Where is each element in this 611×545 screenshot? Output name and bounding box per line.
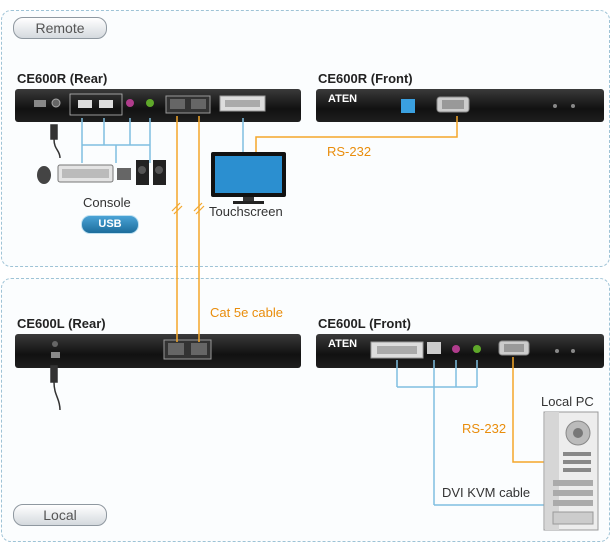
console-label: Console [83,195,131,210]
ce600l-rear-ports [51,339,212,360]
usb-badge: USB [81,215,139,234]
ce600l-front-title: CE600L (Front) [318,316,411,331]
local-pc-label: Local PC [541,394,594,409]
ce600l-front-ports [370,340,575,359]
aten-logo-local: ATEN [328,338,358,350]
local-zone-label: Local [13,504,107,526]
ce600r-rear-ports [34,93,266,116]
local-zone [1,278,610,542]
touchscreen-label: Touchscreen [209,204,283,219]
ce600l-rear-title: CE600L (Rear) [17,316,106,331]
cable-break-marks [171,202,205,215]
local-pc-tower [543,411,599,531]
console-cabling [81,118,151,163]
rs232-local-label: RS-232 [462,421,507,436]
remote-zone-label: Remote [13,17,107,39]
cat5e-cable-label: Cat 5e cable [210,305,283,320]
aten-logo-remote: ATEN [328,93,358,105]
console-devices [37,160,166,185]
dvi-kvm-cable-label: DVI KVM cable [442,485,531,500]
ce600r-front-ports [401,96,575,113]
ce600r-front-title: CE600R (Front) [318,71,413,86]
rs232-remote-cable [255,116,458,152]
power-cable-local [50,365,61,411]
ce600r-rear-title: CE600R (Rear) [17,71,108,86]
power-cable-remote [50,124,61,159]
rs232-local-cable [512,357,545,463]
ce600l-rear-unit [15,334,301,368]
touchscreen-monitor [211,152,286,204]
rs232-remote-label: RS-232 [327,144,372,159]
dvi-kvm-cable [396,360,545,506]
